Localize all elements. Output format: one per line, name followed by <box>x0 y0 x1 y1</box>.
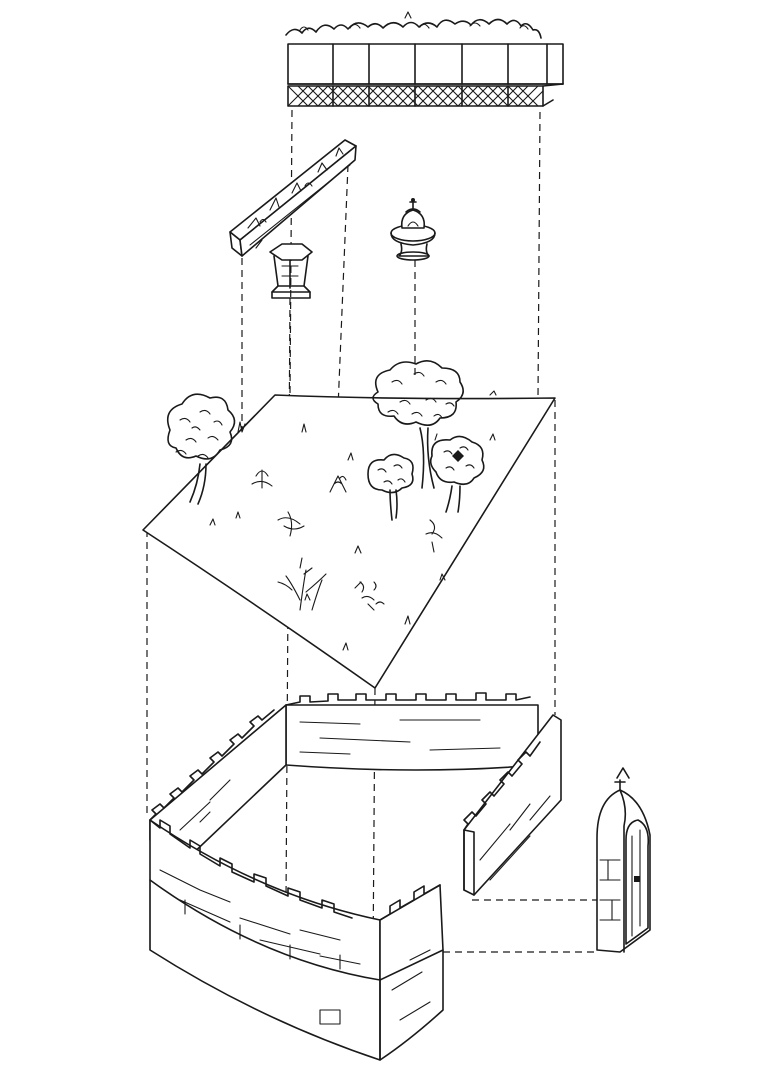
pergola-trellis <box>285 11 564 107</box>
tree-center <box>372 360 464 489</box>
shrub-right <box>429 435 485 513</box>
planter-trough <box>229 139 357 257</box>
hexagonal-pedestal <box>269 243 313 299</box>
lawn-ground-plane <box>142 360 556 689</box>
flower-clump <box>251 469 443 611</box>
fountain <box>390 198 436 261</box>
crenellated-wall <box>149 692 562 1061</box>
gatehouse <box>596 767 651 953</box>
tree-left <box>166 393 236 505</box>
shrub-middle <box>367 453 414 521</box>
